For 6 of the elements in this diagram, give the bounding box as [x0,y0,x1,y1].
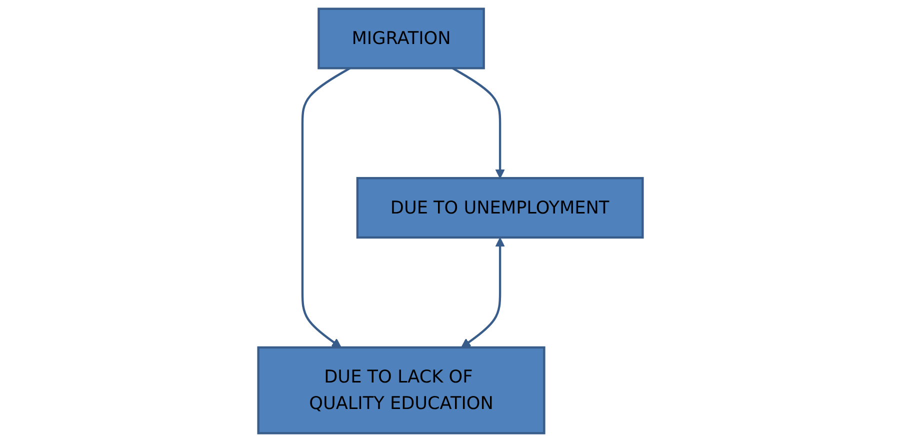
arrow [452,67,505,179]
arrow [301,67,351,348]
node-box: MIGRATION [318,8,485,70]
node-box: DUE TO UNEMPLOYMENT [356,177,644,239]
node-box: DUE TO LACK OF QUALITY EDUCATION [257,346,546,434]
arrow [461,238,505,348]
